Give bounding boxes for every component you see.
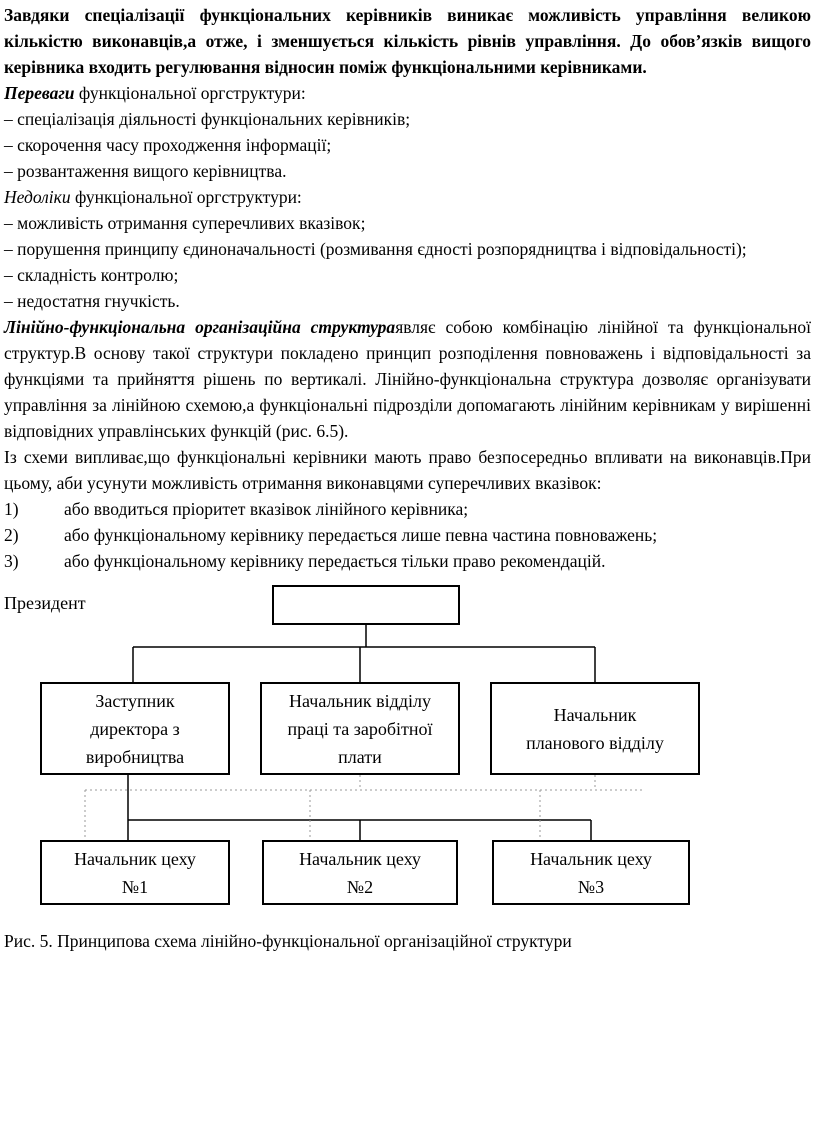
box-planning-dept: Начальник планового відділу [490,682,700,775]
president-box [272,585,460,625]
box-shop-3: Начальник цеху №3 [492,840,690,905]
advantage-item: – скорочення часу проходження інформації… [4,135,332,155]
box-shop-1: Начальник цеху №1 [40,840,230,905]
disadvantage-item: – можливість отримання суперечливих вказ… [4,213,366,233]
org-chart: Президент Заступник директора з виробниц… [0,580,816,920]
numbered-item-1: 1) або вводиться пріоритет вказівок ліні… [4,496,811,522]
box-labor-wages-dept: Начальник відділу праці та заробітної пл… [260,682,460,775]
document-page: Завдяки спеціалізації функціональних кер… [0,5,816,951]
intro-paragraph: Завдяки спеціалізації функціональних кер… [4,5,811,77]
linear-functional-rest: являє собою комбінацію лінійної та функц… [4,317,812,441]
figure-caption: Рис. 5. Принципова схема лінійно-функціо… [4,931,572,951]
item-text: або вводиться пріоритет вказівок лінійно… [64,499,469,519]
disadvantages-lead: Недоліки [4,187,71,207]
disadvantage-item: – порушення принципу єдиноначальності (р… [4,239,747,259]
item-number: 2) [4,525,19,545]
item-text: або функціональному керівнику передаєтьс… [64,551,606,571]
disadvantages-heading: Недоліки функціональної оргструктури: [4,184,811,210]
disadvantage-item: – складність контролю; [4,265,179,285]
item-number: 1) [4,499,19,519]
connector-lines [84,625,645,840]
item-number: 3) [4,551,19,571]
item-text: або функціональному керівнику передаєтьс… [64,525,658,545]
linear-functional-lead: Лінійно-функціональна організаційна стру… [4,317,396,337]
scheme-paragraph: Із схеми випливає,що функціональні керів… [4,447,811,493]
advantages-heading: Переваги функціональної оргструктури: [4,80,811,106]
box-deputy-production: Заступник директора з виробництва [40,682,230,775]
numbered-item-3: 3) або функціональному керівнику передає… [4,548,811,574]
box-shop-2: Начальник цеху №2 [262,840,458,905]
advantages-heading-rest: функціональної оргструктури: [74,83,306,103]
linear-functional-paragraph: Лінійно-функціональна організаційна стру… [4,314,811,444]
advantages-lead: Переваги [4,83,75,103]
president-label: Президент [4,593,86,613]
numbered-item-2: 2) або функціональному керівнику передає… [4,522,811,548]
disadvantages-heading-rest: функціональної оргструктури: [70,187,302,207]
advantage-item: – спеціалізація діяльності функціональни… [4,109,411,129]
disadvantage-item: – недостатня гнучкість. [4,291,180,311]
advantage-item: – розвантаження вищого керівництва. [4,161,287,181]
